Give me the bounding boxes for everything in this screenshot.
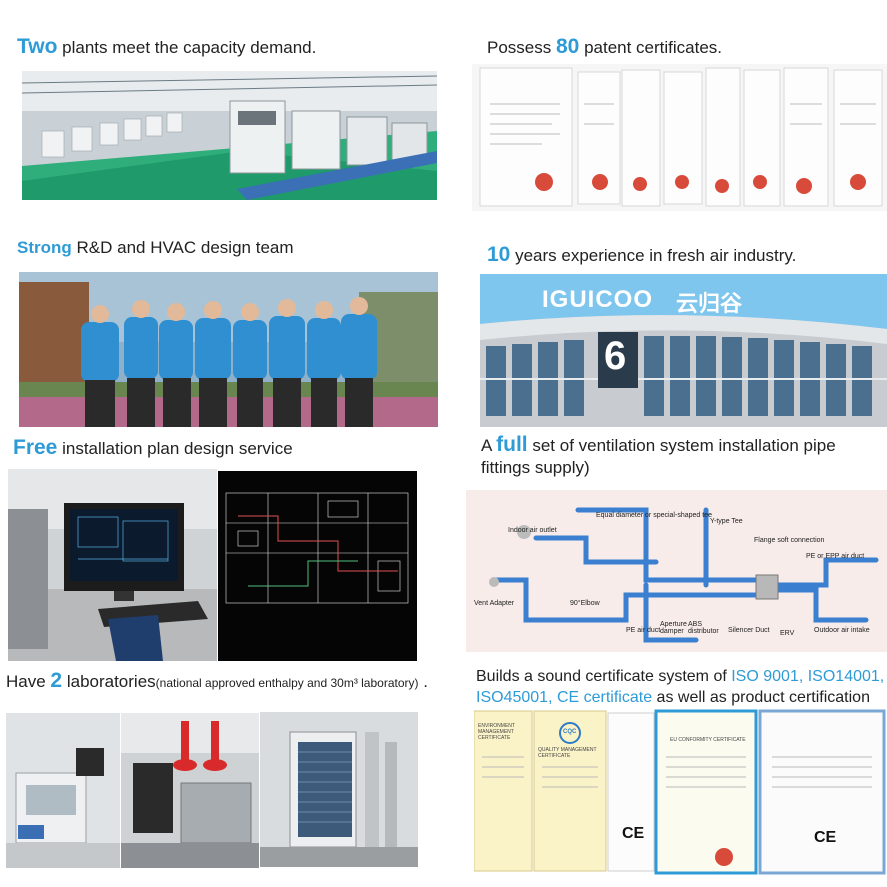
caption-free: Free installation plan design service [13, 435, 293, 460]
cert-quality-title: QUALITY MANAGEMENT CERTIFICATE [538, 747, 597, 759]
caption-line2: fittings supply) [481, 458, 590, 477]
caption-suffix: as well as product certification [652, 689, 870, 706]
highlight-free: Free [13, 436, 58, 459]
ce-mark-1: CE [622, 825, 645, 842]
cert-cqc-mark: CQC [563, 729, 577, 735]
caption-prefix: Possess [487, 38, 556, 57]
test-unit-photo [260, 712, 418, 867]
caption-text: set of ventilation system installation p… [527, 436, 836, 455]
team-photo [19, 272, 438, 427]
caption-text: years experience in fresh air industry. [510, 246, 797, 265]
highlight-80: 80 [555, 35, 580, 58]
cad-drawing-photo [218, 471, 417, 661]
caption-experience: 10 years experience in fresh air industr… [487, 242, 796, 267]
label-ytee: Y-type Tee [710, 518, 743, 525]
highlight-two: Two [17, 35, 58, 58]
caption-patents: Possess 80 patent certificates. [487, 34, 722, 59]
label-flange: Flange soft connection [754, 537, 825, 544]
cert-env-title: ENVIRONMENT MANAGEMENT CERTIFICATE [478, 723, 515, 741]
caption-note: (national approved enthalpy and 30m³ lab… [155, 676, 419, 690]
caption-plants: Two plants meet the capacity demand. [17, 34, 316, 59]
caption-suffix: . [418, 672, 428, 691]
caption-fittings: A full set of ventilation system install… [481, 434, 836, 479]
label-abs: ABS distributor [688, 621, 719, 635]
building-sign-cn: 云归谷 [676, 291, 743, 316]
label-silencer: Silencer Duct [728, 627, 770, 634]
building-sign-brand: IGUICOO [542, 286, 654, 313]
patent-certificates-photo [472, 64, 887, 211]
caption-text: installation plan design service [57, 439, 293, 458]
highlight-2: 2 [50, 669, 63, 692]
highlight-10: 10 [487, 243, 511, 266]
caption-text: R&D and HVAC design team [71, 238, 294, 257]
label-pe-duct: PE air duct [626, 627, 661, 634]
caption-labs: Have 2 laboratories(national approved en… [6, 668, 428, 693]
label-indoor-outlet: Indoor air outlet [508, 527, 557, 534]
label-erv: ERV [780, 630, 795, 637]
caption-prefix: Have [6, 672, 51, 691]
highlight-strong: Strong [17, 238, 72, 257]
laboratory-chamber-photo [6, 713, 120, 868]
design-workstation-photo [8, 469, 217, 661]
caption-text: laboratories [62, 672, 156, 691]
caption-text: patent certificates. [579, 38, 723, 57]
iso-ce-certificates-photo: ENVIRONMENT MANAGEMENT CERTIFICATE QUALI… [474, 707, 887, 875]
caption-text: plants meet the capacity demand. [57, 38, 317, 57]
cert-eu-title: EU CONFORMITY CERTIFICATE [670, 737, 746, 743]
factory-photo [22, 71, 437, 200]
highlight-iso-ce: ISO45001, CE certificate [476, 689, 653, 706]
label-pe-epp: PE or EPP air duct [806, 553, 865, 560]
label-outdoor-intake: Outdoor air intake [814, 627, 870, 634]
label-elbow: 90°Elbow [570, 600, 600, 607]
ventilation-duct-diagram: Indoor air outlet Equal diameter or spec… [466, 490, 887, 652]
label-tee: Equal diameter or special-shaped tee [596, 512, 712, 519]
ce-mark-2: CE [814, 829, 837, 846]
label-vent-adapter: Vent Adapter [474, 600, 515, 607]
label-aperture: Aperture damper [660, 621, 687, 635]
highlight-full: full [496, 433, 528, 456]
building-number: 6 [604, 334, 627, 378]
caption-rd: Strong R&D and HVAC design team [17, 238, 294, 258]
caption-prefix: A [481, 436, 497, 455]
caption-certs: Builds a sound certificate system of ISO… [476, 666, 884, 708]
headquarters-building-photo: IGUICOO 云归谷 6 [480, 274, 887, 427]
highlight-iso: ISO 9001, ISO14001, [731, 668, 885, 685]
enthalpy-laboratory-photo [121, 713, 259, 868]
caption-prefix: Builds a sound certificate system of [476, 668, 732, 685]
